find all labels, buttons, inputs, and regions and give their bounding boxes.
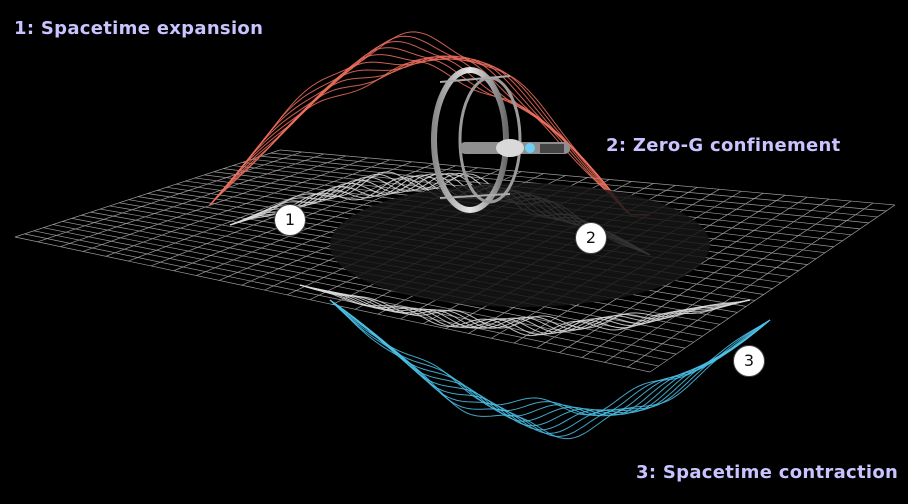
grid-line <box>627 202 874 368</box>
ring-strut <box>439 193 511 199</box>
marker-2: 2 <box>575 222 607 254</box>
wave-line <box>329 299 771 416</box>
wave-line <box>329 299 771 417</box>
wave-line <box>329 299 771 422</box>
caption-zero-g-confinement: 2: Zero-G confinement <box>606 135 841 156</box>
grid-line <box>24 233 659 367</box>
ring-strut <box>439 75 511 83</box>
wave-line <box>299 284 751 332</box>
grid-line <box>581 198 830 358</box>
wave-line <box>299 284 751 336</box>
marker-3: 3 <box>733 345 765 377</box>
grid-line <box>649 204 896 373</box>
ship-cockpit <box>496 139 524 157</box>
grid-line <box>43 227 677 355</box>
marker-1: 1 <box>274 204 306 236</box>
wave-line <box>329 299 771 427</box>
grid-line <box>604 200 852 363</box>
wave-line <box>209 55 651 216</box>
wave-line <box>209 58 651 216</box>
wave-line <box>299 284 751 337</box>
warp-spacecraft <box>431 67 570 213</box>
ship-light <box>525 143 535 153</box>
ship-engine <box>540 144 564 153</box>
grid-line <box>14 236 651 373</box>
flat-confinement-region <box>330 183 710 307</box>
wave-line <box>209 61 651 216</box>
caption-spacetime-expansion: 1: Spacetime expansion <box>14 18 264 39</box>
wave-line <box>329 299 771 437</box>
caption-spacetime-contraction: 3: Spacetime contraction <box>636 462 899 483</box>
wave-line <box>329 299 771 417</box>
contraction-wave-surface <box>299 284 771 440</box>
